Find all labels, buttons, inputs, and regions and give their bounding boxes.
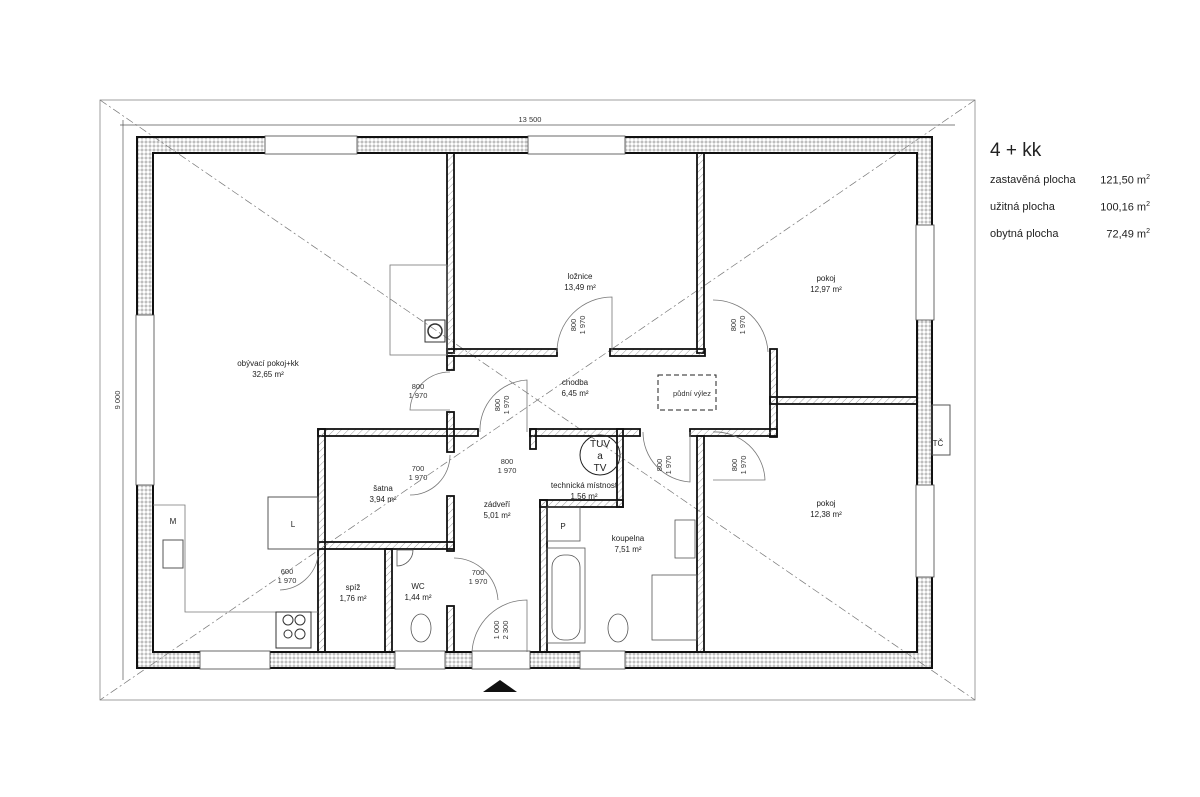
room-name: šatna	[373, 484, 393, 493]
room-area: 6,45 m²	[561, 389, 588, 398]
heat-pump: TČ	[931, 404, 951, 456]
room-area: 1,44 m²	[404, 593, 431, 602]
svg-text:2 300: 2 300	[501, 621, 510, 640]
entrance-arrow-icon	[483, 680, 517, 692]
room-name: pokoj	[816, 274, 835, 283]
attic-hatch: půdní výlez	[657, 374, 717, 411]
room-area: 3,94 m²	[369, 495, 396, 504]
room-name: zádveří	[484, 500, 511, 509]
svg-text:800: 800	[729, 319, 738, 332]
svg-text:700: 700	[472, 568, 485, 577]
svg-text:1 970: 1 970	[578, 316, 587, 335]
summary-row-built-area: zastavěná plocha 121,50 m2	[990, 174, 1150, 187]
room-area: 13,49 m²	[564, 283, 596, 292]
room-area: 5,01 m²	[483, 511, 510, 520]
svg-text:9 000: 9 000	[113, 391, 122, 410]
svg-text:TUV: TUV	[590, 439, 610, 450]
room-area: 1,76 m²	[339, 594, 366, 603]
room-area: 32,65 m²	[252, 370, 284, 379]
svg-text:13 500: 13 500	[519, 115, 542, 124]
svg-text:600: 600	[281, 567, 294, 576]
svg-text:1 970: 1 970	[278, 576, 297, 585]
svg-text:700: 700	[412, 464, 425, 473]
room-name: koupelna	[612, 534, 645, 543]
bathroom-fixtures: P	[396, 506, 698, 644]
room-name: obývací pokoj+kk	[237, 359, 300, 368]
svg-text:1 000: 1 000	[492, 621, 501, 640]
room-labels: obývací pokoj+kk 32,65 m² ložnice 13,49 m²…	[237, 272, 842, 603]
svg-text:1 970: 1 970	[738, 316, 747, 335]
svg-text:800: 800	[569, 319, 578, 332]
fireplace	[389, 264, 448, 356]
svg-text:a: a	[597, 451, 603, 462]
room-area: 12,38 m²	[810, 510, 842, 519]
room-name: WC	[411, 582, 425, 591]
dimension-depth: 9 000	[113, 120, 124, 680]
roof-outline	[99, 99, 976, 701]
room-name: ložnice	[568, 272, 593, 281]
summary-row-usable-area: užitná plocha 100,16 m2	[990, 201, 1150, 214]
room-area: 7,51 m²	[614, 545, 641, 554]
fridge-label: L	[291, 520, 296, 529]
svg-text:1 970: 1 970	[409, 473, 428, 482]
svg-text:1 970: 1 970	[498, 466, 517, 475]
layout-title: 4 + kk	[990, 140, 1042, 161]
svg-text:800: 800	[655, 459, 664, 472]
room-name: chodba	[562, 378, 589, 387]
svg-text:1 970: 1 970	[739, 456, 748, 475]
room-name: pokoj	[816, 499, 835, 508]
svg-text:800: 800	[493, 399, 502, 412]
room-name: spíž	[346, 583, 361, 592]
washer-label: M	[170, 517, 177, 526]
svg-text:800: 800	[501, 457, 514, 466]
interior-walls	[317, 152, 918, 653]
svg-text:1 970: 1 970	[664, 456, 673, 475]
svg-text:půdní výlez: půdní výlez	[673, 389, 711, 398]
exterior-walls	[135, 135, 935, 670]
svg-text:1 970: 1 970	[469, 577, 488, 586]
dimension-width: 13 500	[120, 115, 955, 126]
room-area: 12,97 m²	[810, 285, 842, 294]
svg-text:1 970: 1 970	[409, 391, 428, 400]
kitchen-counter: M L	[153, 496, 319, 649]
svg-text:800: 800	[730, 459, 739, 472]
boiler: TUV a TV	[579, 434, 621, 476]
room-name: technická místnost	[551, 481, 618, 490]
svg-text:TČ: TČ	[933, 439, 944, 448]
summary-row-living-area: obytná plocha 72,49 m2	[990, 228, 1150, 241]
room-area: 1,56 m²	[570, 492, 597, 501]
svg-text:800: 800	[412, 382, 425, 391]
svg-text:TV: TV	[594, 463, 607, 474]
svg-text:1 970: 1 970	[502, 396, 511, 415]
door-swings	[279, 296, 769, 653]
dryer-label: P	[560, 522, 565, 531]
